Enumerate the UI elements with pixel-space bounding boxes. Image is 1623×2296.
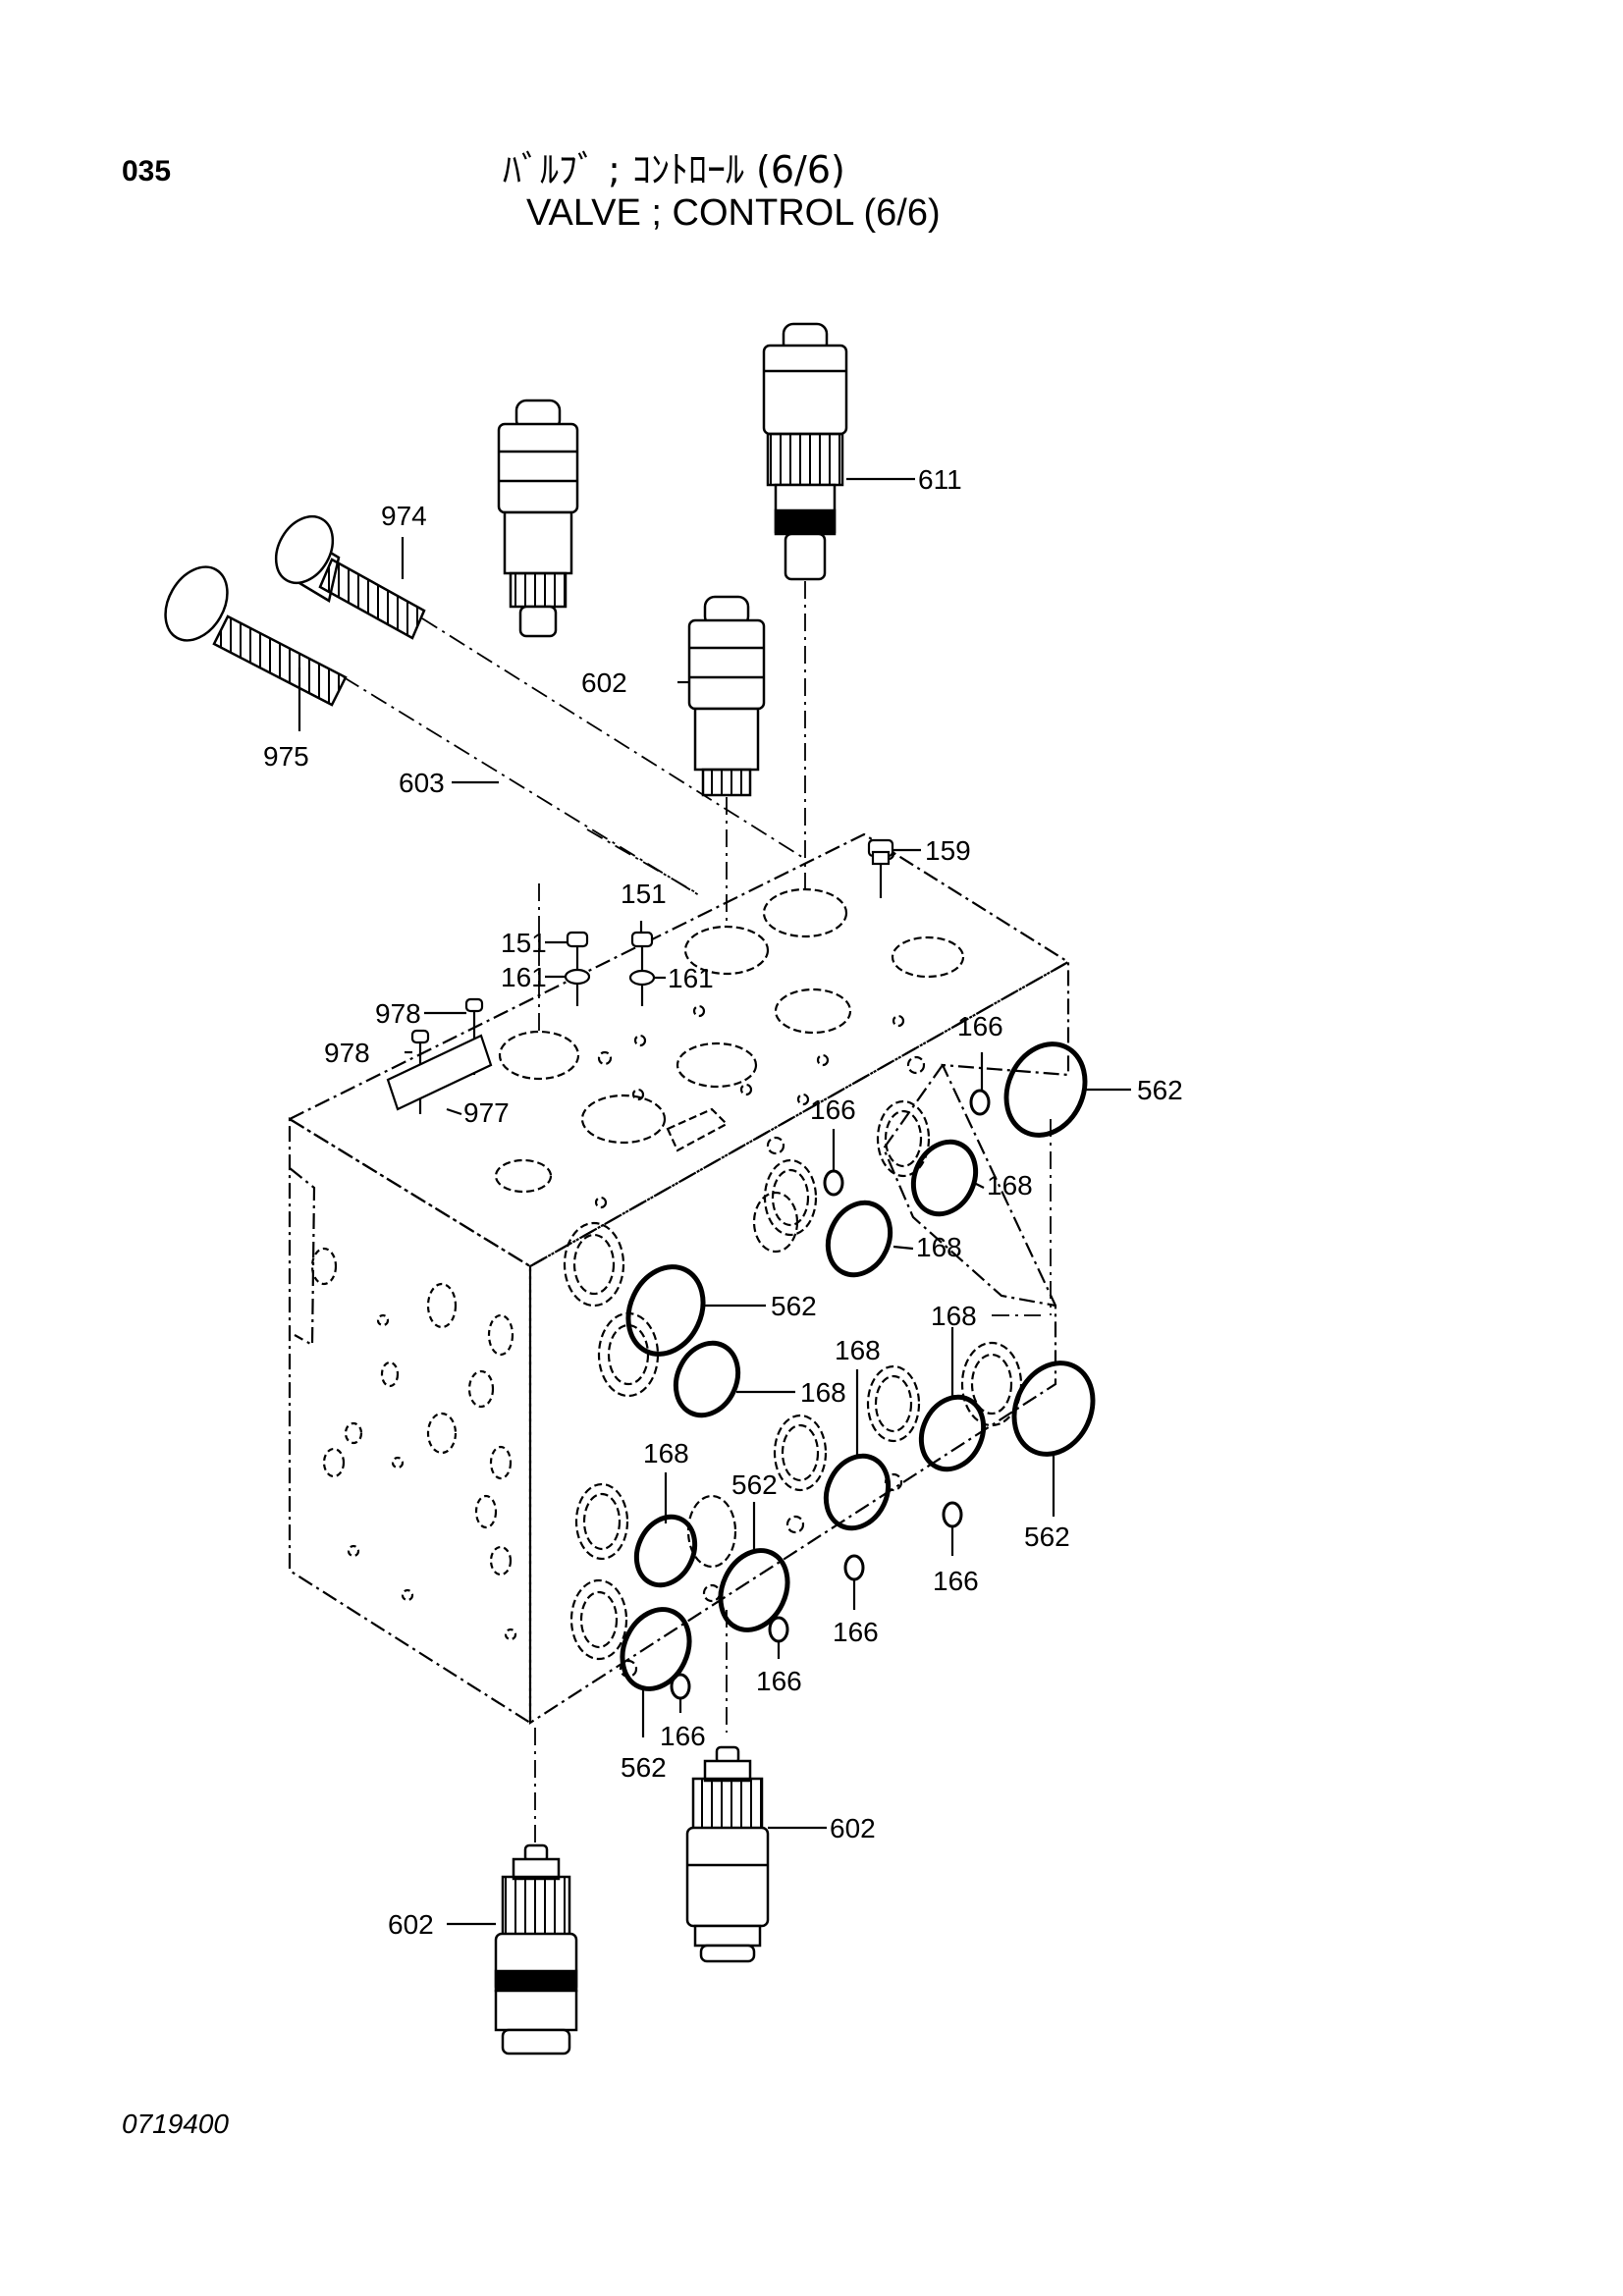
- label-975: 975: [263, 741, 309, 772]
- label-168-upper-right: 168: [987, 1170, 1033, 1201]
- label-166-upper-right: 166: [957, 1011, 1003, 1041]
- label-159: 159: [925, 835, 971, 866]
- label-978-upper: 978: [375, 998, 421, 1029]
- label-611: 611: [918, 464, 962, 495]
- drawing-number: 0719400: [122, 2109, 230, 2139]
- label-602-top: 602: [581, 667, 627, 698]
- label-168-right-top: 168: [931, 1301, 977, 1331]
- label-151-left: 151: [501, 928, 547, 958]
- label-168-mid-left: 168: [800, 1377, 846, 1408]
- title-japanese: ﾊﾞﾙﾌﾞ ; ｺﾝﾄﾛｰﾙ (6/6): [503, 148, 845, 191]
- leader-lines: [298, 477, 1131, 1926]
- valve-602-lower: [494, 1843, 578, 2056]
- bolt-974: [274, 514, 426, 640]
- label-166-lower-mid: 166: [833, 1617, 879, 1647]
- o-rings: [620, 1041, 1096, 1691]
- label-168-lower-left: 168: [643, 1438, 689, 1468]
- label-602-lower: 602: [388, 1909, 434, 1940]
- left-face-holes: [310, 1247, 517, 1641]
- label-161-left: 161: [501, 962, 547, 992]
- label-168-upper-mid: 168: [916, 1232, 962, 1262]
- label-562-bottom: 562: [621, 1752, 667, 1783]
- label-602-middle: 602: [830, 1813, 876, 1843]
- valve-603: [497, 399, 579, 638]
- relief-valve-611: [762, 322, 848, 581]
- valve-602-upper: [687, 595, 766, 797]
- label-161-right: 161: [668, 963, 714, 993]
- top-boss: [666, 1107, 729, 1152]
- label-974: 974: [381, 501, 427, 531]
- valve-body: [287, 832, 1071, 1726]
- plugs-and-pins: [386, 838, 894, 1114]
- label-166-lower-right: 166: [933, 1566, 979, 1596]
- label-166-lower-center: 166: [756, 1666, 802, 1696]
- label-562-lower-mid: 562: [731, 1469, 778, 1500]
- label-603: 603: [399, 768, 445, 798]
- label-166-upper-mid: 166: [810, 1095, 856, 1125]
- label-166-bottom: 166: [660, 1721, 706, 1751]
- small-o-rings: [670, 1089, 991, 1700]
- label-562-mid-left: 562: [771, 1291, 817, 1321]
- label-562-lower-right: 562: [1024, 1522, 1070, 1552]
- label-168-mid-center: 168: [835, 1335, 881, 1365]
- title-english: VALVE ; CONTROL (6/6): [526, 192, 941, 234]
- center-lines: [343, 581, 1052, 1845]
- label-151-right: 151: [621, 879, 667, 909]
- valve-602-middle: [685, 1745, 770, 1963]
- page-number: 035: [122, 155, 172, 187]
- bolt-975: [164, 565, 348, 707]
- label-977: 977: [463, 1097, 510, 1128]
- label-978-lower: 978: [324, 1038, 370, 1068]
- label-562-upper-right: 562: [1137, 1075, 1183, 1105]
